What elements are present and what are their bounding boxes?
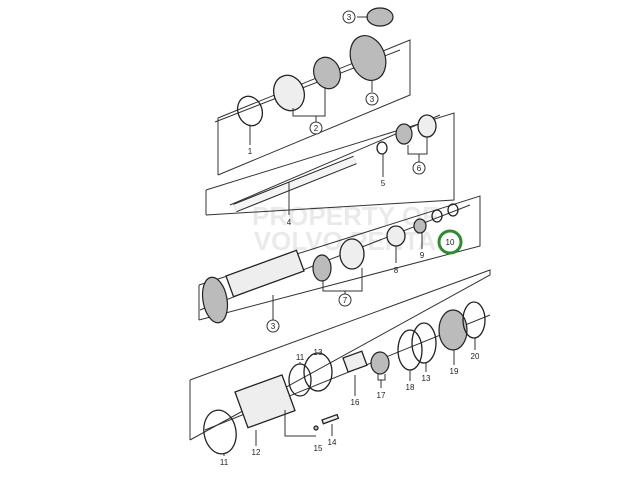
label-4: 4 [287, 218, 292, 227]
label-6[interactable]: 6 [417, 164, 422, 173]
part-bearing-cone-7 [312, 254, 332, 282]
part-bearing-cup-6 [417, 114, 437, 138]
part-oring-11a [203, 409, 237, 455]
part-bearing-cone-2 [313, 56, 341, 90]
part-ring-10b [447, 203, 459, 217]
watermark-line-1: PROPERTY OF [252, 201, 438, 231]
label-15: 15 [314, 444, 323, 453]
part-pinion-gear-3 [201, 276, 229, 324]
label-3-top[interactable]: 3 [347, 13, 352, 22]
part-shaft-4 [233, 155, 357, 213]
part-shim-5 [376, 141, 388, 155]
label-13-right: 13 [422, 374, 431, 383]
part-bearing-ring-19 [438, 309, 468, 351]
label-8: 8 [394, 266, 399, 275]
group-frame-top [217, 39, 411, 176]
label-2[interactable]: 2 [314, 124, 319, 133]
part-bearing-cup-2 [272, 74, 306, 112]
label-10[interactable]: 10 [446, 238, 455, 247]
group-frame-housing [189, 269, 491, 441]
part-oring-20 [462, 301, 486, 339]
part-ring-18 [397, 329, 423, 371]
label-1: 1 [248, 147, 253, 156]
part-washer-15 [313, 425, 319, 431]
group-frame-pinion [198, 195, 481, 321]
part-bearing-cup-7 [339, 238, 365, 270]
label-7[interactable]: 7 [343, 296, 348, 305]
label-20: 20 [471, 352, 480, 361]
part-gear-3 [349, 35, 387, 81]
part-ring-10a [431, 209, 443, 223]
label-13-left: 13 [314, 348, 323, 357]
label-12: 12 [252, 448, 261, 457]
label-11-upper: 11 [296, 353, 305, 362]
part-gear-3-small [366, 7, 394, 27]
group-frame-shaft [205, 112, 455, 216]
part-oring-13b [411, 322, 437, 364]
part-bearing-9 [413, 218, 427, 234]
label-9: 9 [420, 251, 425, 260]
label-16: 16 [351, 398, 360, 407]
part-sleeve-8 [386, 225, 406, 247]
part-pinion-shaft-3 [225, 249, 305, 298]
part-bearing-17 [370, 351, 390, 375]
label-3-pinion[interactable]: 3 [271, 322, 276, 331]
highlight-circle-10[interactable] [437, 229, 463, 255]
part-housing-12 [234, 374, 296, 429]
label-19: 19 [450, 367, 459, 376]
label-5: 5 [381, 179, 386, 188]
part-oring-13a [303, 352, 333, 392]
label-17: 17 [377, 391, 386, 400]
part-bolt-14 [321, 413, 340, 425]
label-3-gear[interactable]: 3 [370, 95, 375, 104]
label-18: 18 [406, 383, 415, 392]
part-bearing-cone-6 [395, 123, 413, 145]
part-shim-1 [236, 95, 264, 127]
part-bushing-16 [342, 350, 368, 373]
label-11-lower: 11 [220, 458, 229, 467]
label-14: 14 [328, 438, 337, 447]
